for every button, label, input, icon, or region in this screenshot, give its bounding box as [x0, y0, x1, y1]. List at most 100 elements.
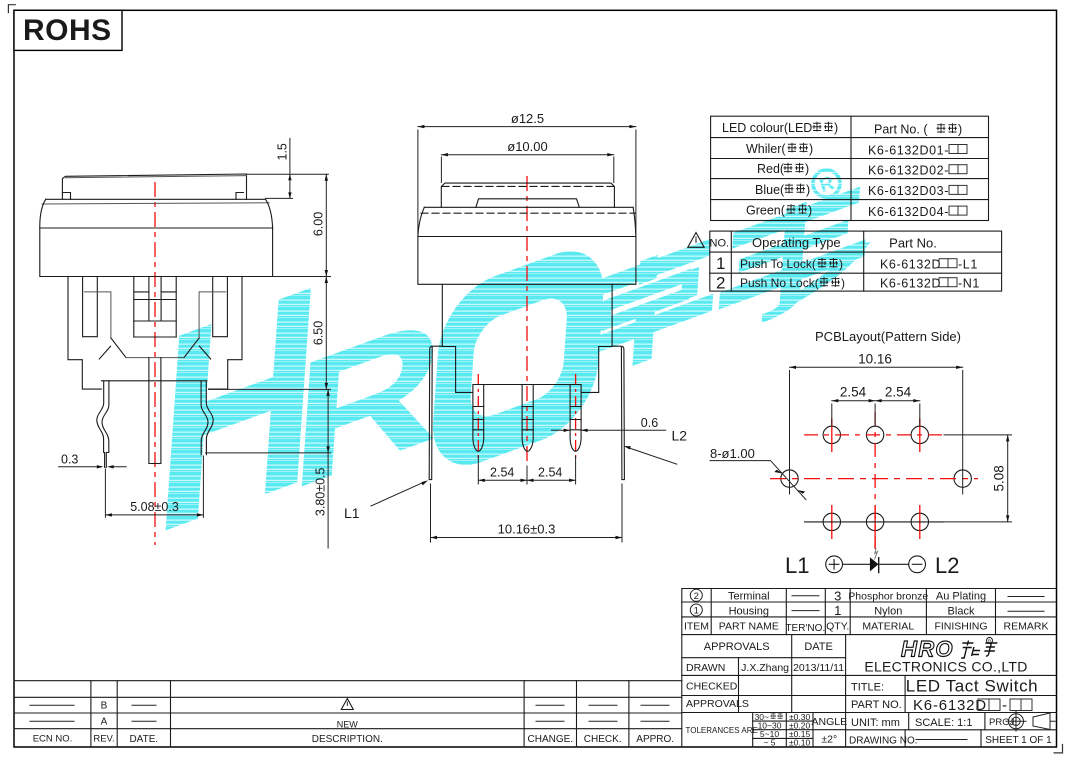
- svg-text:1.5: 1.5: [276, 143, 290, 160]
- svg-text:PART NAME: PART NAME: [719, 621, 779, 633]
- svg-text:): ): [806, 183, 810, 197]
- svg-text:ROHS: ROHS: [23, 14, 112, 47]
- svg-text:ITEM: ITEM: [684, 621, 709, 633]
- svg-text:ANGLE: ANGLE: [811, 716, 847, 728]
- svg-text:Housing: Housing: [729, 605, 769, 617]
- svg-text:): ): [839, 257, 843, 271]
- svg-text:R: R: [988, 639, 992, 644]
- svg-text:K6-6132D: K6-6132D: [880, 277, 941, 291]
- svg-text:NEW: NEW: [337, 719, 359, 729]
- svg-text:Nylon: Nylon: [874, 605, 902, 617]
- svg-text:Au Plating: Au Plating: [936, 591, 986, 603]
- svg-text:K6-6132D: K6-6132D: [913, 697, 987, 714]
- svg-text:~ 5: ~ 5: [763, 738, 775, 748]
- svg-text:ECN NO.: ECN NO.: [33, 734, 73, 745]
- svg-text:2.54: 2.54: [885, 385, 912, 400]
- svg-text:): ): [805, 162, 809, 176]
- svg-text:DATE: DATE: [804, 641, 833, 653]
- svg-text:5.08: 5.08: [992, 465, 1007, 491]
- svg-text:Phosphor bronze: Phosphor bronze: [848, 591, 928, 603]
- svg-text:L2: L2: [935, 553, 959, 578]
- svg-text:L1: L1: [785, 553, 809, 578]
- svg-text:APPROVALS: APPROVALS: [704, 641, 770, 653]
- svg-text:HRO: HRO: [901, 637, 953, 662]
- svg-text:±0.20: ±0.20: [789, 720, 810, 730]
- svg-text:Push To Lock(: Push To Lock(: [740, 257, 816, 271]
- svg-text:K6-6132D: K6-6132D: [880, 258, 941, 272]
- svg-text:DRAWN: DRAWN: [686, 662, 725, 674]
- svg-text:Part No. (: Part No. (: [874, 122, 928, 136]
- svg-text:10.16: 10.16: [858, 352, 892, 367]
- svg-text:0.3: 0.3: [61, 453, 78, 467]
- svg-text:DRAWING NO.: DRAWING NO.: [849, 736, 918, 747]
- svg-text:): ): [834, 121, 838, 135]
- svg-text:ø10.00: ø10.00: [507, 139, 547, 154]
- svg-text:Part No.: Part No.: [889, 236, 937, 251]
- svg-text:PROJ:: PROJ:: [989, 717, 1017, 728]
- svg-text:ELECTRONICS CO.,LTD: ELECTRONICS CO.,LTD: [864, 659, 1027, 675]
- svg-text:6.00: 6.00: [312, 212, 326, 236]
- svg-text:SCALE: 1:1: SCALE: 1:1: [915, 717, 972, 729]
- svg-text:10~30: 10~30: [758, 720, 782, 730]
- svg-text:CHECKED: CHECKED: [686, 681, 738, 693]
- svg-text:TITLE:: TITLE:: [851, 682, 884, 694]
- svg-text:10.16±0.3: 10.16±0.3: [498, 522, 556, 537]
- svg-text:K6-6132D03-: K6-6132D03-: [868, 184, 949, 198]
- svg-text:DESCRIPTION.: DESCRIPTION.: [312, 734, 383, 745]
- svg-text:Black: Black: [948, 605, 975, 617]
- svg-text:0.6: 0.6: [641, 416, 658, 430]
- svg-text:Terminal: Terminal: [728, 591, 770, 603]
- svg-text:2.54: 2.54: [840, 385, 867, 400]
- svg-text:1: 1: [694, 606, 699, 617]
- svg-text:Whiler(: Whiler(: [746, 142, 786, 156]
- svg-text:TER'NO.: TER'NO.: [785, 623, 825, 634]
- svg-text:8-ø1.00: 8-ø1.00: [710, 446, 755, 461]
- svg-text:): ): [808, 204, 812, 218]
- svg-text:±0.10: ±0.10: [789, 738, 810, 748]
- svg-text:±0.15: ±0.15: [789, 729, 810, 739]
- svg-text:30~: 30~: [755, 712, 769, 722]
- svg-text:B: B: [101, 701, 108, 712]
- svg-text:-: -: [1002, 697, 1007, 714]
- svg-text:A: A: [101, 717, 108, 728]
- svg-text:J.X.Zhang: J.X.Zhang: [741, 662, 789, 674]
- svg-text:PCBLayout(Pattern Side): PCBLayout(Pattern Side): [815, 329, 961, 344]
- svg-text:Push No Lock(: Push No Lock(: [740, 276, 819, 290]
- svg-text:K6-6132D01-: K6-6132D01-: [868, 143, 949, 157]
- svg-text:K6-6132D04-: K6-6132D04-: [868, 205, 949, 219]
- svg-text:MATERIAL: MATERIAL: [862, 621, 914, 633]
- svg-text:±0.30: ±0.30: [789, 712, 810, 722]
- svg-text:): ): [958, 122, 962, 136]
- svg-text:1: 1: [716, 254, 725, 273]
- svg-text:2.54: 2.54: [538, 465, 562, 479]
- svg-text:APPRO.: APPRO.: [636, 734, 674, 745]
- svg-text:K6-6132D02-: K6-6132D02-: [868, 164, 949, 178]
- svg-text:SHEET 1 OF 1: SHEET 1 OF 1: [985, 735, 1052, 746]
- svg-text:): ): [809, 142, 813, 156]
- svg-text:LED Tact Switch: LED Tact Switch: [906, 677, 1038, 696]
- svg-text:-L1: -L1: [958, 258, 978, 272]
- svg-text:APPROVALS: APPROVALS: [686, 698, 749, 710]
- svg-text:NO.: NO.: [710, 238, 730, 250]
- svg-text:): ): [841, 276, 845, 290]
- svg-text:L1: L1: [344, 505, 360, 521]
- svg-text:CHANGE.: CHANGE.: [528, 734, 574, 745]
- svg-text:CHECK.: CHECK.: [584, 734, 622, 745]
- svg-text:QTY.: QTY.: [826, 621, 849, 633]
- svg-text:2013/11/11: 2013/11/11: [793, 662, 844, 674]
- svg-text:UNIT: mm: UNIT: mm: [851, 717, 900, 729]
- svg-text:-N1: -N1: [958, 277, 980, 291]
- svg-text:REMARK: REMARK: [1004, 621, 1049, 633]
- svg-text:L2: L2: [672, 428, 688, 444]
- svg-text:TOLERANCES ARE: TOLERANCES ARE: [686, 726, 758, 735]
- svg-text:FINISHING: FINISHING: [934, 621, 987, 633]
- svg-text:LED colour(LED: LED colour(LED: [722, 121, 812, 135]
- svg-text:2.54: 2.54: [490, 465, 514, 479]
- svg-text:REV.: REV.: [93, 734, 114, 745]
- svg-text:Operating Type: Operating Type: [752, 235, 841, 250]
- svg-text:Blue(: Blue(: [755, 183, 785, 197]
- svg-text:ø12.5: ø12.5: [511, 111, 544, 126]
- svg-text:2: 2: [716, 274, 725, 293]
- svg-text:5~10: 5~10: [760, 729, 779, 739]
- svg-text:6.50: 6.50: [312, 321, 326, 345]
